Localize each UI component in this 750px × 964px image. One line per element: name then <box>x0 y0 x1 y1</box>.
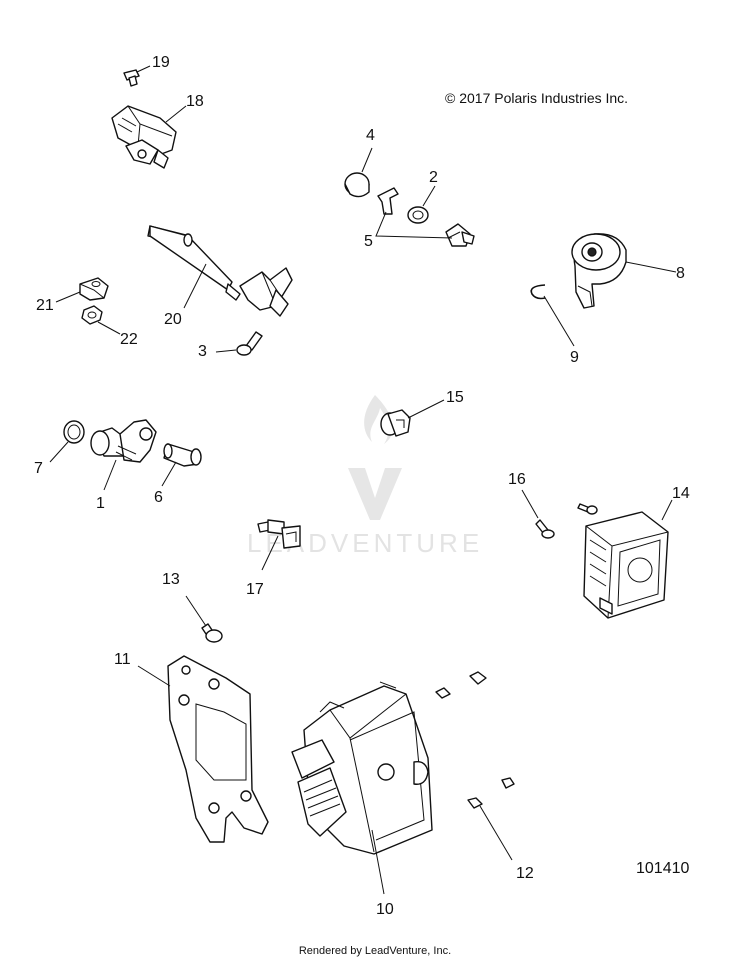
copyright-notice: © 2017 Polaris Industries Inc. <box>445 90 629 106</box>
part-9-retaining-clip[interactable] <box>530 284 546 300</box>
part-4-cap[interactable] <box>344 172 370 198</box>
callout-17[interactable]: 17 <box>246 581 264 598</box>
callout-12[interactable]: 12 <box>516 865 534 882</box>
part-16-screw[interactable] <box>535 503 598 539</box>
callout-22[interactable]: 22 <box>120 331 138 348</box>
callout-19[interactable]: 19 <box>152 54 170 71</box>
part-17-temperature-sensor[interactable] <box>257 519 301 549</box>
callout-14[interactable]: 14 <box>672 485 690 502</box>
part-22-nut[interactable] <box>81 305 103 325</box>
callout-9[interactable]: 9 <box>570 349 579 366</box>
part-20-speed-sensor[interactable] <box>147 225 293 317</box>
callout-18[interactable]: 18 <box>186 93 204 110</box>
part-18-map-sensor[interactable] <box>111 105 177 169</box>
part-5-temperature-sensor[interactable] <box>445 223 475 247</box>
callout-11[interactable]: 11 <box>114 651 131 668</box>
part-14-electrical-box[interactable] <box>583 511 669 619</box>
callout-16[interactable]: 16 <box>508 471 526 488</box>
callout-2[interactable]: 2 <box>429 169 438 186</box>
rendered-by-footer: Rendered by LeadVenture, Inc. <box>298 945 452 957</box>
part-8-knock-sensor[interactable] <box>571 233 627 309</box>
callout-15[interactable]: 15 <box>446 389 464 406</box>
part-11-mounting-bracket[interactable] <box>167 655 269 843</box>
part-7-o-ring[interactable] <box>63 420 85 444</box>
drawing-number: 101410 <box>636 860 690 877</box>
part-3-bolt[interactable] <box>236 331 263 356</box>
part-19-bolt[interactable] <box>123 69 140 87</box>
callout-13[interactable]: 13 <box>162 571 180 588</box>
part-15-plug[interactable] <box>380 409 411 437</box>
callout-10[interactable]: 10 <box>376 901 394 918</box>
callout-7[interactable]: 7 <box>34 460 43 477</box>
part-21-bracket[interactable] <box>79 277 109 301</box>
callout-1[interactable]: 1 <box>96 495 105 512</box>
part-10-ecu-module[interactable] <box>291 681 433 855</box>
callout-5[interactable]: 5 <box>364 233 373 250</box>
part-1-cam-sensor[interactable] <box>90 419 157 463</box>
part-2-washer[interactable] <box>407 206 429 224</box>
callout-3[interactable]: 3 <box>198 343 207 360</box>
callout-4[interactable]: 4 <box>366 127 375 144</box>
part-6-pin[interactable] <box>163 443 202 467</box>
callout-6[interactable]: 6 <box>154 489 163 506</box>
callout-8[interactable]: 8 <box>676 265 685 282</box>
part-12-screws[interactable] <box>435 671 515 809</box>
part-5-clip[interactable] <box>377 187 399 215</box>
callout-20[interactable]: 20 <box>164 311 182 328</box>
part-13-bolt[interactable] <box>201 623 223 643</box>
callout-21[interactable]: 21 <box>36 297 54 314</box>
